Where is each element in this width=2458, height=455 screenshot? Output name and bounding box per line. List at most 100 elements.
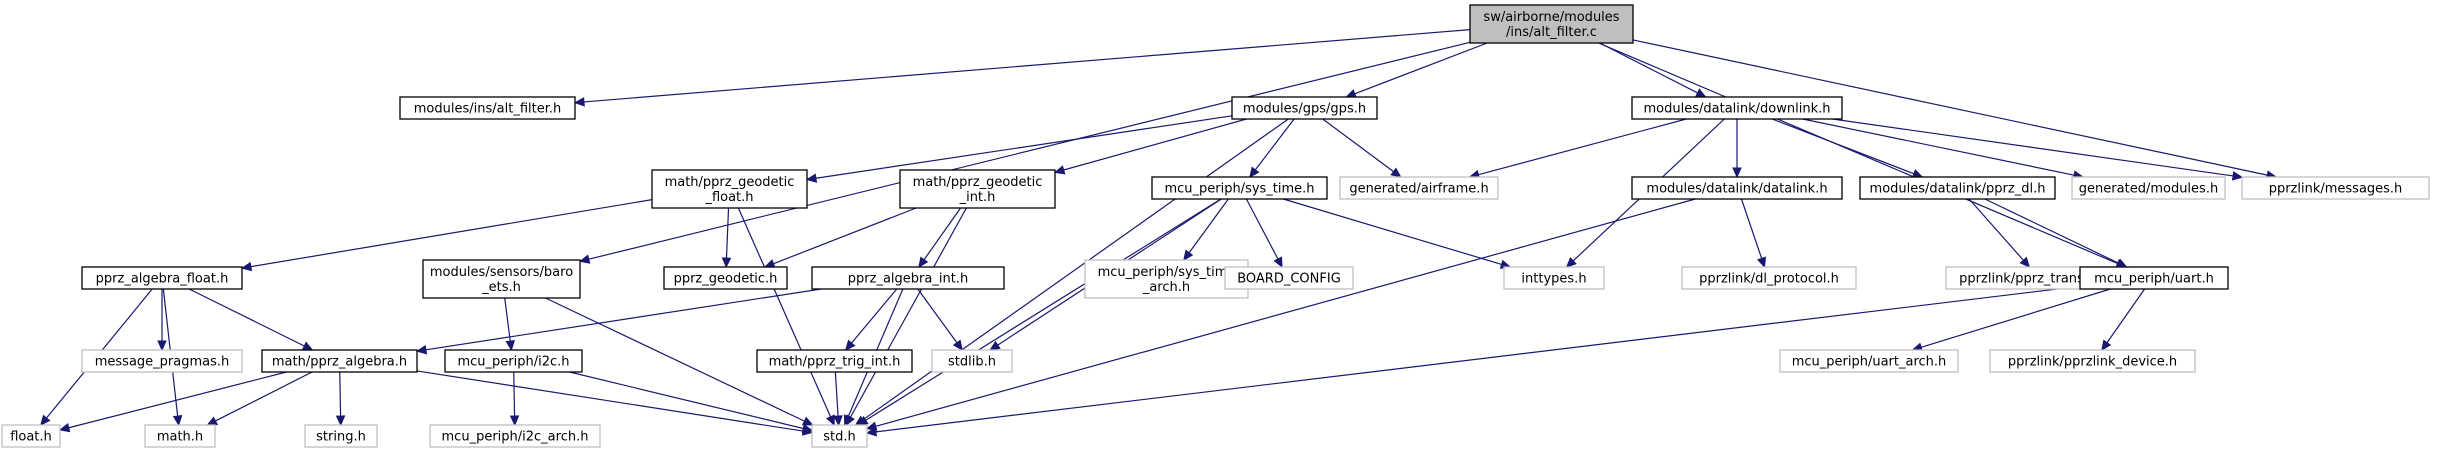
node-box (1631, 96, 1843, 120)
graph-node-std-h: std.h (811, 424, 868, 448)
graph-node-downlink-h[interactable]: modules/datalink/downlink.h (1631, 96, 1843, 120)
node-box (429, 424, 601, 448)
edge-line (773, 207, 917, 265)
edge-line (865, 198, 1222, 421)
edge-line (1771, 118, 1915, 175)
edge-line (68, 371, 287, 429)
graph-node-pprz-geodetic-h[interactable]: pprz_geodetic.h (663, 266, 788, 290)
arrowhead (1565, 257, 1577, 268)
edge-algebra-int-h-to-stdlib-h (917, 288, 963, 351)
node-box (2241, 176, 2430, 200)
edge-pprz-dl-h-to-uart-h (1984, 198, 2128, 268)
node-box (261, 349, 418, 373)
arrowhead (801, 423, 814, 434)
node-label: pprzlink/pprzlink_device.h (2008, 355, 2177, 370)
edge-pprz-geodetic-int-h-to-algebra-int-h (918, 207, 962, 269)
node-label: pprz_algebra_int.h (848, 272, 968, 287)
arrowhead (857, 415, 869, 426)
arrowhead (918, 256, 929, 269)
graph-node-root[interactable]: sw/airborne/modules/ins/alt_filter.c (1469, 4, 1634, 44)
graph-node-pprz-geodetic-float-h[interactable]: math/pprz_geodetic_float.h (651, 169, 808, 209)
graph-node-sys-time-h[interactable]: mcu_periph/sys_time.h (1151, 176, 1328, 200)
node-label: generated/airframe.h (1349, 182, 1488, 197)
edge-pprz-geodetic-float-h-to-pprz-geodetic-h (721, 207, 732, 269)
edge-datalink-h-to-std-h (865, 198, 1696, 431)
edge-line (1802, 118, 2075, 176)
node-label: math/pprz_algebra.h (272, 355, 407, 370)
edge-line (849, 207, 967, 418)
arrowhead (1756, 256, 1767, 269)
node-label: mcu_periph/sys_time (1098, 265, 1236, 280)
edge-line (1920, 288, 2111, 348)
graph-node-i2c-h[interactable]: mcu_periph/i2c.h (444, 349, 583, 373)
edge-line (339, 371, 342, 417)
arrowhead (865, 427, 878, 437)
node-label: modules/ins/alt_filter.h (414, 102, 561, 117)
node-box (1231, 96, 1378, 120)
edge-line (1063, 118, 1247, 171)
graph-node-message-pragmas-h: message_pragmas.h (81, 349, 243, 373)
edge-line (2106, 288, 2146, 343)
edge-i2c-h-to-i2c-arch-h (509, 371, 520, 427)
arrowhead (805, 173, 818, 183)
node-box (1469, 4, 1634, 44)
graph-node-alt-filter-h[interactable]: modules/ins/alt_filter.h (399, 96, 576, 120)
node-box (2079, 266, 2229, 290)
edge-line (1632, 39, 2268, 176)
graph-node-pprz-dl-h[interactable]: modules/datalink/pprz_dl.h (1859, 176, 2056, 200)
graph-node-float-h: float.h (1, 424, 61, 448)
node-box (756, 349, 913, 373)
node-box (1859, 176, 2056, 200)
edge-line (569, 371, 804, 430)
edge-line (1968, 198, 2024, 261)
edge-algebra-int-h-to-trig-int-h (844, 288, 898, 351)
graph-node-pprz-geodetic-int-h[interactable]: math/pprz_geodetic_int.h (899, 169, 1056, 209)
arrowhead (301, 341, 314, 351)
node-label: pprzlink/dl_protocol.h (1699, 272, 1839, 287)
node-box (81, 349, 243, 373)
graph-node-algebra-int-h[interactable]: pprz_algebra_int.h (811, 266, 1005, 290)
graph-node-trig-int-h[interactable]: math/pprz_trig_int.h (756, 349, 913, 373)
edge-line (425, 288, 822, 351)
node-box (651, 169, 808, 209)
node-label: generated/modules.h (2079, 182, 2218, 197)
edge-layer (40, 28, 2278, 437)
graph-node-baro-ets-h[interactable]: modules/sensors/baro_ets.h (422, 259, 581, 299)
arrowhead (578, 254, 591, 264)
arrowhead (157, 340, 167, 352)
node-layer: sw/airborne/modules/ins/alt_filter.cmodu… (1, 4, 2430, 448)
node-label: pprzlink/messages.h (2269, 182, 2403, 197)
edge-line (815, 115, 1233, 179)
edge-root-to-alt-filter-h (573, 28, 1471, 107)
graph-node-gps-h[interactable]: modules/gps/gps.h (1231, 96, 1378, 120)
graph-node-sys-time-arch-h: mcu_periph/sys_time_arch.h (1084, 259, 1249, 299)
node-box (1681, 266, 1857, 290)
edge-downlink-h-to-airframe-h (1468, 118, 1687, 180)
node-box (1779, 349, 1959, 373)
node-box (1084, 259, 1249, 299)
arrowhead (206, 416, 219, 426)
arrowhead (1053, 165, 1066, 175)
graph-node-gen-modules-h: generated/modules.h (2071, 176, 2226, 200)
node-label: math/pprz_geodetic (913, 175, 1043, 190)
graph-node-pprz-algebra-h[interactable]: math/pprz_algebra.h (261, 349, 418, 373)
arrowhead (843, 414, 853, 427)
node-box (1224, 266, 1354, 290)
edge-sys-time-h-to-std-h (857, 198, 1222, 426)
edge-line (875, 198, 1696, 427)
node-box (399, 96, 576, 120)
edge-line (513, 371, 516, 417)
graph-node-datalink-h[interactable]: modules/datalink/datalink.h (1631, 176, 1843, 200)
arrowhead (721, 257, 732, 269)
graph-node-uart-h[interactable]: mcu_periph/uart.h (2079, 266, 2229, 290)
edge-sys-time-h-to-sys-time-arch-h (1183, 198, 1229, 261)
arrowhead (335, 415, 346, 427)
node-box (811, 424, 868, 448)
edge-sys-time-h-to-inttypes-h (1283, 198, 1512, 269)
arrowhead (1249, 166, 1260, 178)
arrowhead (1390, 167, 1402, 178)
node-box (1503, 266, 1605, 290)
node-box (304, 424, 378, 448)
graph-node-algebra-float-h[interactable]: pprz_algebra_float.h (81, 266, 243, 290)
